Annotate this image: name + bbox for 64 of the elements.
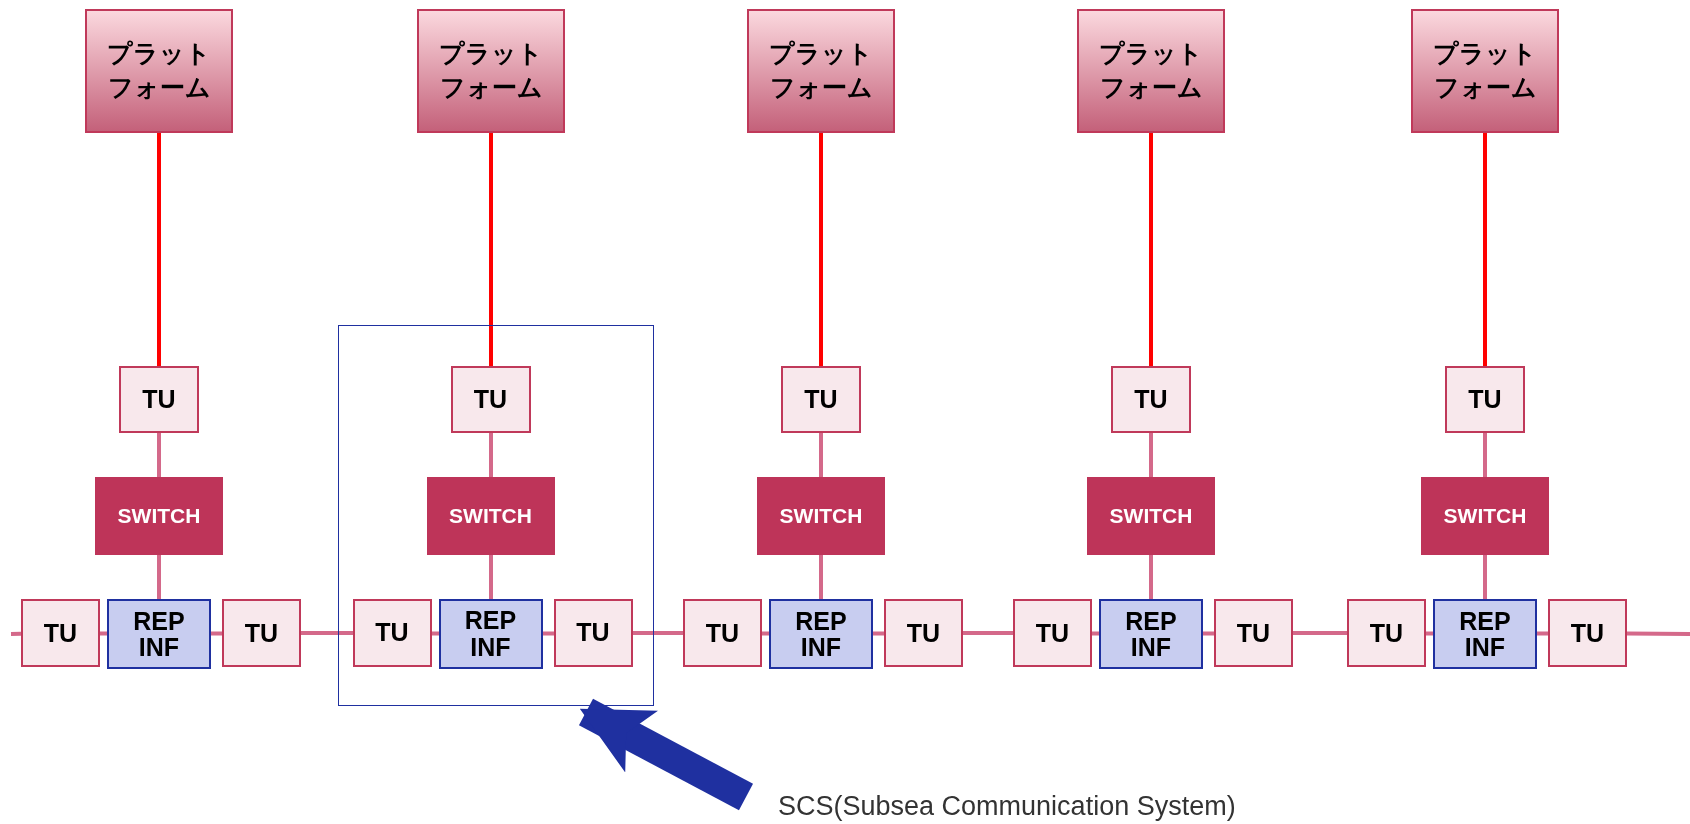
connector-line [1149, 433, 1153, 477]
repeater-box: REP INF [107, 599, 211, 669]
connector-line [100, 631, 107, 636]
connector-line [489, 555, 493, 599]
connector-line [157, 433, 161, 477]
unit-box: TU [884, 599, 963, 667]
unit-box: TU [1548, 599, 1627, 667]
unit-box: TU [553, 598, 633, 667]
switch-box: SWITCH [1087, 477, 1215, 555]
connector-line [1483, 133, 1487, 366]
connector-line [1293, 631, 1347, 635]
switch-box: SWITCH [95, 477, 223, 555]
connector-line [873, 631, 884, 636]
unit-box: TU [683, 599, 762, 667]
system-label: SCS(Subsea Communication System) [778, 785, 1338, 824]
repeater-box: REP INF [769, 599, 873, 669]
unit-box: TU [450, 365, 531, 433]
unit-box: TU [781, 366, 861, 433]
connector-line [1149, 133, 1153, 366]
repeater-box: REP INF [438, 598, 543, 669]
connector-line [1483, 555, 1487, 599]
connector-line [819, 433, 823, 477]
repeater-box: REP INF [1433, 599, 1537, 669]
unit-box: TU [119, 366, 199, 433]
platform-box: プラットフォーム [1411, 9, 1559, 133]
arrow [578, 698, 754, 811]
switch-box: SWITCH [426, 476, 555, 555]
switch-box: SWITCH [757, 477, 885, 555]
connector-line [633, 631, 683, 635]
platform-box: プラットフォーム [417, 9, 565, 133]
connector-line [1537, 631, 1548, 636]
connector-line [1092, 631, 1099, 636]
platform-box: プラットフォーム [85, 9, 233, 133]
unit-box: TU [352, 598, 432, 667]
connector-line [432, 631, 439, 636]
connector-line [543, 631, 554, 636]
connector-line [963, 631, 1013, 635]
connector-line [762, 631, 769, 636]
connector-line [157, 555, 161, 599]
repeater-box: REP INF [1099, 599, 1203, 669]
platform-box: プラットフォーム [747, 9, 895, 133]
connector-line [489, 133, 493, 366]
unit-box: TU [21, 599, 100, 667]
platform-box: プラットフォーム [1077, 9, 1225, 133]
connector-line [1149, 555, 1153, 599]
unit-box: TU [1214, 599, 1293, 667]
connector-line [819, 133, 823, 366]
system-frame [338, 325, 654, 706]
connector-line [819, 555, 823, 599]
connector-line [1483, 433, 1487, 477]
switch-box: SWITCH [1421, 477, 1549, 555]
connector-line [1426, 631, 1433, 636]
connector-line [211, 631, 222, 636]
unit-box: TU [1347, 599, 1426, 667]
unit-box: TU [1013, 599, 1092, 667]
connector-line [1203, 631, 1214, 636]
unit-box: TU [222, 599, 301, 667]
connector-line [301, 631, 353, 635]
connector-line [489, 433, 493, 477]
unit-box: TU [1445, 366, 1525, 433]
connector-line [157, 133, 161, 366]
unit-box: TU [1111, 366, 1191, 433]
connector-line [10, 631, 22, 636]
connector-line [1627, 631, 1690, 636]
